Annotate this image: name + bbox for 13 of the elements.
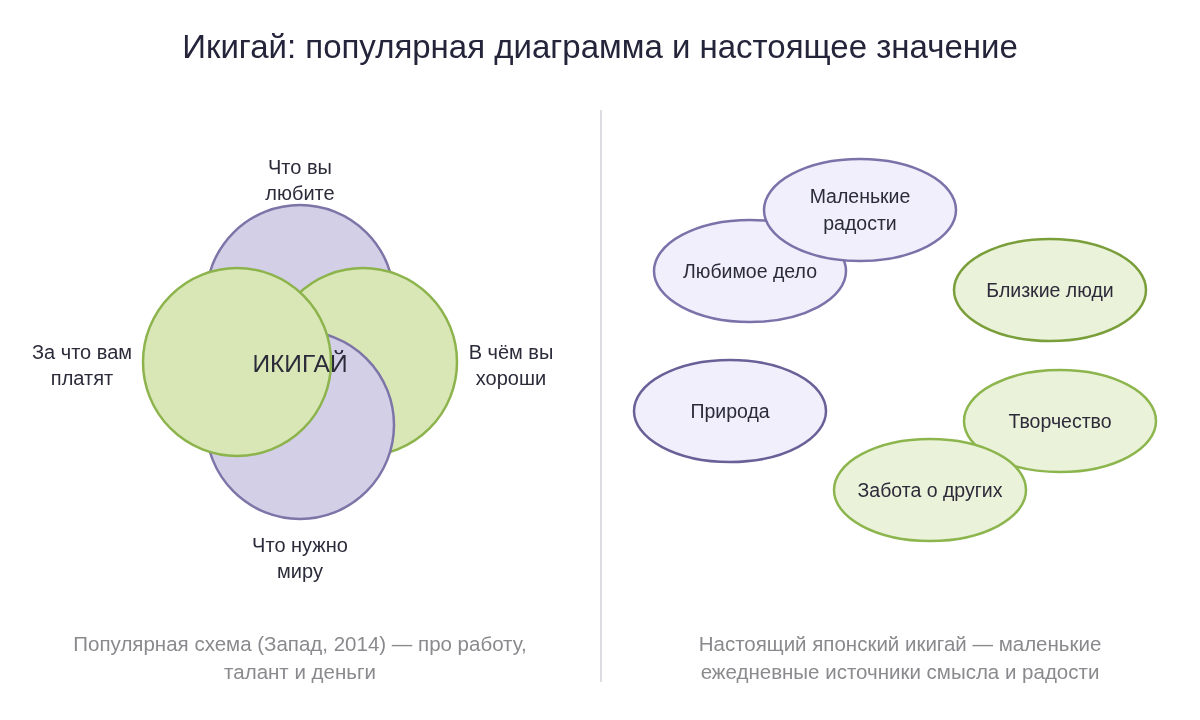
circle-label: За что вам платят [30,340,134,391]
oval-label: Любимое дело [683,258,817,284]
circle-label: Что нужно миру [251,533,349,584]
circle-label: В чём вы хороши [467,340,555,391]
oval-label: Забота о других [857,477,1003,503]
oval-label: Природа [690,398,770,424]
title: Икигай: популярная диаграмма и настоящее значение [182,27,1018,67]
oval-label: Творчество [1008,408,1112,434]
circle-label: Что вы любите [264,155,336,206]
oval-label: Маленькие радости [808,184,912,236]
caption: Настоящий японский икигай — маленькие ежедневные источники смысла и радости [697,631,1103,685]
caption: Популярная схема (Запад, 2014) — про работу, талант и деньги [72,631,528,685]
oval-label: Близкие люди [986,277,1114,303]
